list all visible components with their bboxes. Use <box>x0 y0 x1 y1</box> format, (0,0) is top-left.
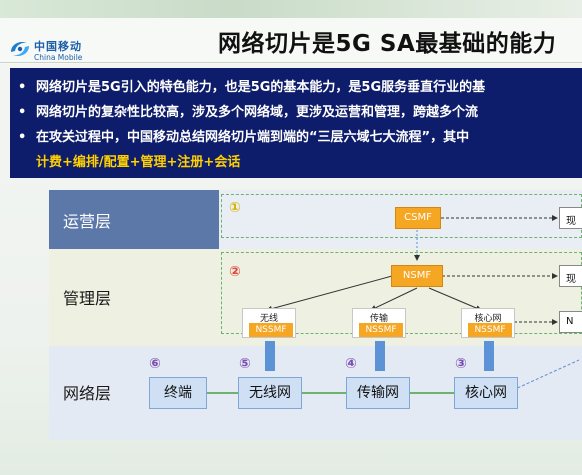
transport-updown-arrow-icon <box>375 341 385 371</box>
step-1-marker: ① <box>229 200 241 216</box>
nssmf-tag: NSSMF <box>468 323 512 337</box>
mgmt-layer-label: 管理层 <box>63 289 112 308</box>
china-mobile-logo-icon <box>11 42 29 56</box>
core-external-box: N <box>559 311 582 333</box>
step-6-marker: ⑥ <box>149 356 161 372</box>
top-decoration-strip <box>0 0 582 18</box>
process-summary-text: 计费+编排/配置+管理+注册+会话 <box>36 155 241 170</box>
bullet-text: 网络切片是5G引入的特色能力，也是5G的基本能力，是5G服务垂直行业的基 <box>36 80 486 95</box>
nsmf-node: NSMF <box>391 265 443 287</box>
terminal-node: 终端 <box>149 377 207 409</box>
nsmf-to-transport-line <box>370 287 418 311</box>
nsmf-to-core-line <box>428 287 482 311</box>
ran-nssmf-node: 无线 NSSMF <box>242 308 296 338</box>
header-divider <box>0 62 582 63</box>
bullet-panel: • 网络切片是5G引入的特色能力，也是5G的基本能力，是5G服务垂直行业的基 • 网… <box>10 68 582 178</box>
ran-updown-arrow-icon <box>265 341 275 371</box>
nsmf-to-ran-line <box>266 275 393 312</box>
ops-layer-band: 运营层 <box>49 190 582 249</box>
core-node: 核心网 <box>454 377 518 409</box>
bullet-item: • 在攻关过程中，中国移动总结网络切片端到端的“三层六域七大流程”，其中 <box>18 126 469 145</box>
china-mobile-logo: 中国移动 China Mobile <box>8 38 98 68</box>
bullet-item: • 网络切片是5G引入的特色能力，也是5G的基本能力，是5G服务垂直行业的基 <box>18 76 485 95</box>
core-updown-arrow-icon <box>484 341 494 371</box>
nssmf-domain-label: 核心网 <box>474 314 502 324</box>
net-layer-label: 网络层 <box>63 384 112 403</box>
bullet-text: 网络切片的复杂性比较高，涉及多个网络域，更涉及运营和管理，跨越多个流 <box>36 105 479 120</box>
bullet-item: • 网络切片的复杂性比较高，涉及多个网络域，更涉及运营和管理，跨越多个流 <box>18 101 478 120</box>
transport-nssmf-node: 传输 NSSMF <box>352 308 406 338</box>
core-nssmf-node: 核心网 NSSMF <box>461 308 515 338</box>
csmf-node: CSMF <box>395 207 441 229</box>
header <box>0 18 582 64</box>
ops-external-box: 现 <box>559 207 582 229</box>
nssmf-domain-label: 传输 <box>369 314 388 324</box>
nssmf-tag: NSSMF <box>249 323 293 337</box>
transport-node: 传输网 <box>346 377 410 409</box>
step-5-marker: ⑤ <box>239 356 251 372</box>
network-slicing-diagram: 运营层 管理层 网络层 ① ② CSMF NSMF 无线 NSSMF <box>49 190 582 440</box>
step-2-marker: ② <box>229 264 241 280</box>
nssmf-domain-label: 无线 <box>259 314 278 324</box>
bullet-dot-icon: • <box>18 80 27 95</box>
bullet-dot-icon: • <box>18 130 27 145</box>
mgmt-external-box: 现 <box>559 265 582 287</box>
page-title: 网络切片是5G SA最基础的能力 <box>218 31 557 57</box>
ran-node: 无线网 <box>238 377 302 409</box>
core-outbound-line <box>512 359 580 391</box>
nssmf-tag: NSSMF <box>359 323 403 337</box>
bullet-dot-icon: • <box>18 105 27 120</box>
bullet-text: 在攻关过程中，中国移动总结网络切片端到端的“三层六域七大流程”，其中 <box>36 130 470 145</box>
step-4-marker: ④ <box>345 356 357 372</box>
brand-name-cn: 中国移动 <box>34 40 82 53</box>
step-3-marker: ③ <box>455 356 467 372</box>
brand-name-en: China Mobile <box>34 53 83 62</box>
ops-layer-label: 运营层 <box>49 190 219 249</box>
